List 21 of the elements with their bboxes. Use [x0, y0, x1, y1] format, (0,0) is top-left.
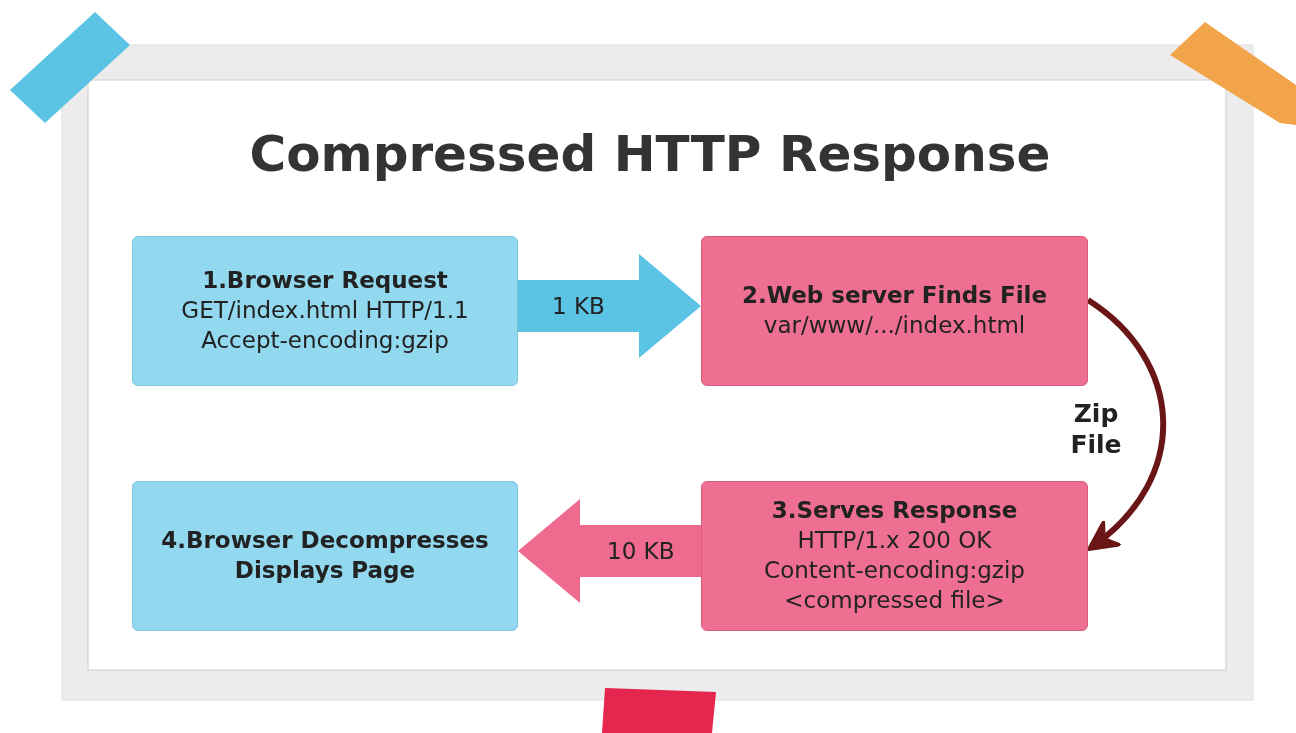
- process-box: [701, 481, 1088, 631]
- edge-label: 1 KB: [552, 293, 605, 319]
- edge-label: 10 KB: [607, 538, 675, 564]
- step-detail: var/www/.../index.html: [763, 311, 1026, 340]
- block-arrow: [518, 254, 701, 358]
- edge-label: Zip File: [1069, 398, 1123, 461]
- process-box: [701, 236, 1088, 386]
- step-detail: HTTP/1.x 200 OK: [797, 526, 992, 556]
- step-detail: GET/index.html HTTP/1.1: [181, 296, 469, 326]
- step-heading: 4.Browser Decompresses Displays Page: [160, 526, 490, 585]
- step-detail: Accept-encoding:gzip: [201, 325, 449, 355]
- step-heading: 3.Serves Response: [771, 496, 1018, 526]
- process-box: [132, 236, 518, 386]
- step-heading: 2.Web server Finds File: [741, 281, 1048, 311]
- title: Compressed HTTP Response: [248, 125, 1052, 183]
- step-detail: Content-encoding:gzip: [764, 556, 1025, 585]
- process-box: [132, 481, 518, 631]
- block-arrow: [518, 499, 701, 603]
- curved-arrow: [1086, 297, 1167, 552]
- step-heading: 1.Browser Request: [202, 266, 448, 296]
- step-detail: <compressed file>: [784, 585, 1005, 615]
